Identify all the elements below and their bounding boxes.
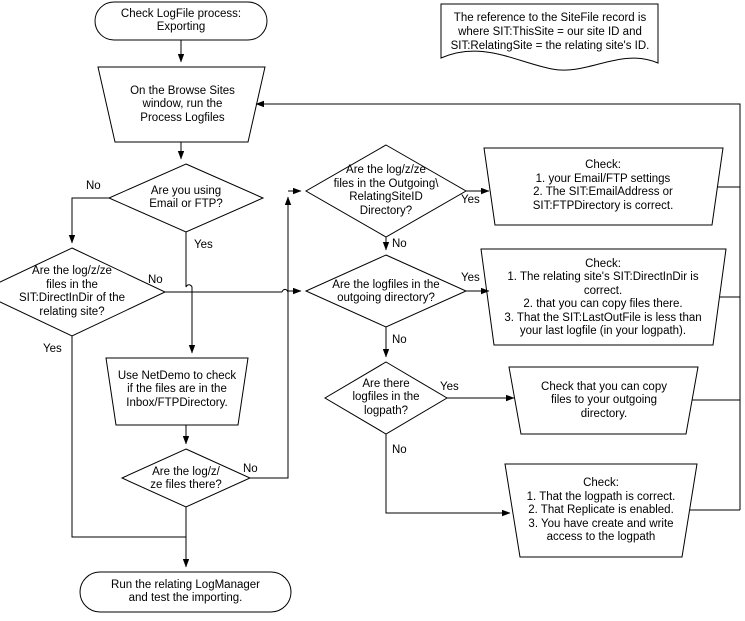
connector-lines [68,40,741,568]
edge-logpath-no [385,434,511,517]
shape-browse-sites [97,66,266,143]
shape-note [440,3,659,71]
edge-emailftp-no [68,197,109,244]
note-text: The reference to the SiteFile record is … [450,12,650,52]
shape-d-email-ftp [107,163,265,233]
shape-start [94,1,268,41]
shape-d-files-there [120,448,252,508]
shape-netdemo [105,357,249,426]
edge-emailftp-yes [185,232,196,354]
edge-hop-rail [281,288,289,293]
node-shapes [0,1,727,613]
edge-filesthere-no [250,196,292,479]
shape-d-directindir [0,247,167,337]
edge-directindir-yes [71,336,186,538]
shape-d-outgoing-dir [304,254,468,328]
shape-check-logpath [504,463,698,558]
shape-check-relating [480,248,727,346]
shape-d-outgoing-relating [304,144,468,238]
shape-check-emailftp [483,147,724,226]
shape-d-logpath [324,361,448,435]
shape-check-copy-outgoing [508,366,699,435]
shape-end [79,571,292,613]
